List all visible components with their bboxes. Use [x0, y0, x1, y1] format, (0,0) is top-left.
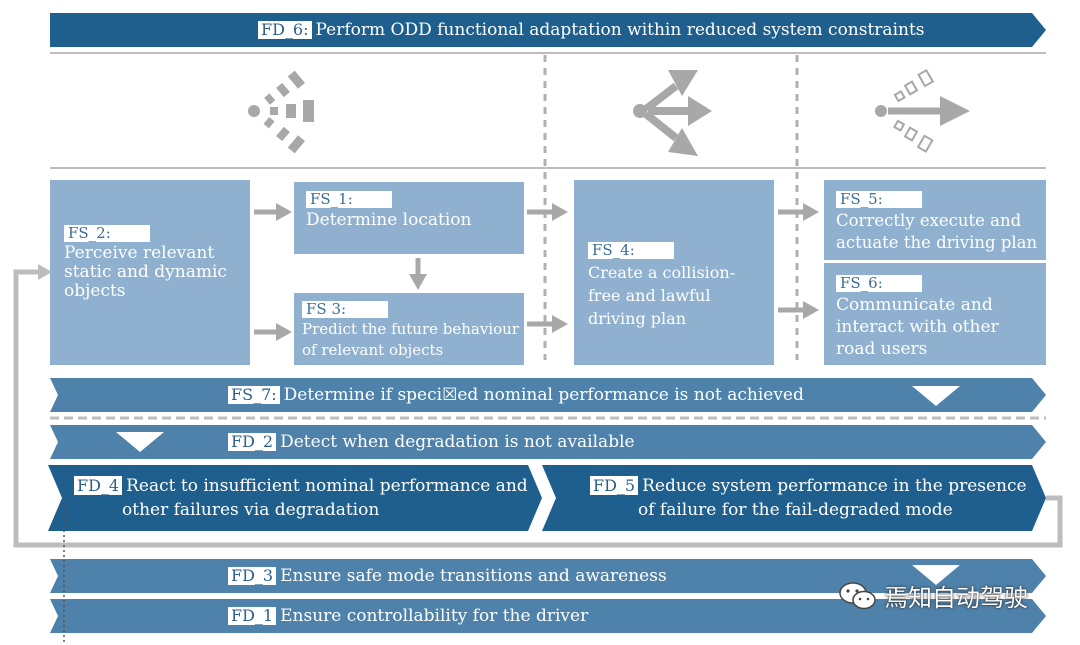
fs4-tag: FS_4: — [588, 242, 674, 259]
act-arrow-icon — [875, 68, 970, 153]
wechat-icon — [839, 581, 876, 609]
fd6-ribbon: FD_6: Perform ODD functional adaptation … — [258, 18, 925, 42]
fs1-text: Determine location — [306, 210, 472, 230]
fd2-tag: FD_2 — [228, 433, 277, 451]
fs7-tag: FS_7: — [228, 386, 280, 404]
fd5-line1: Reduce system performance in the presenc… — [642, 476, 1027, 496]
fs7-ribbon: FS_7: Determine if speci☒ed nominal perf… — [228, 383, 804, 407]
fd3-text: Ensure safe mode transitions and awarene… — [280, 566, 667, 586]
fs4-text: Create a collision-free and lawful drivi… — [588, 263, 736, 328]
fs3-text: Predict the future behaviour of relevant… — [302, 320, 520, 359]
fd3-ribbon: FD_3 Ensure safe mode transitions and aw… — [228, 564, 667, 588]
fs5-text: Correctly execute and actuate the drivin… — [836, 211, 1038, 252]
plan-arrows-icon — [633, 70, 712, 156]
fd1-ribbon: FD_1 Ensure controllability for the driv… — [228, 604, 588, 628]
fd1-tag: FD_1 — [228, 607, 277, 625]
fd4-line2: other failures via degradation — [122, 500, 380, 520]
fs6-box: FS_6: Communicate and interact with othe… — [824, 263, 1046, 365]
fd5-chevron-shape — [542, 465, 1046, 531]
fs1-tag: FS_1: — [306, 191, 392, 208]
fd3-ribbon-shape — [50, 559, 1046, 593]
fs3-tag: FS 3: — [302, 301, 388, 318]
fs3-box: FS 3: Predict the future behaviour of re… — [294, 293, 524, 365]
fs7-ribbon-shape — [50, 378, 1046, 412]
fd1-text: Ensure controllability for the driver — [280, 606, 589, 626]
fs2-text: Perceive relevant static and dynamic obj… — [64, 243, 227, 301]
fs5-tag: FS_5: — [836, 191, 922, 208]
fd2-down-marker — [116, 432, 164, 452]
fd6-text: Perform ODD functional adaptation within… — [315, 20, 925, 40]
fs2-box: FS_2: Perceive relevant static and dynam… — [50, 180, 250, 365]
fs7-text: Determine if speci☒ed nominal performanc… — [283, 385, 804, 405]
fd5-tag: FD_5 — [590, 476, 639, 495]
fd2-text: Detect when degradation is not available — [280, 432, 635, 452]
fd5-line2: of failure for the fail-degraded mode — [638, 500, 953, 520]
flow-arrows — [254, 203, 819, 341]
fd3-tag: FD_3 — [228, 567, 277, 585]
fd6-tag: FD_6: — [258, 21, 312, 39]
fd2-ribbon: FD_2 Detect when degradation is not avai… — [228, 430, 635, 454]
fs6-tag: FS_6: — [836, 275, 922, 292]
fs4-box: FS_4: Create a collision-free and lawful… — [574, 180, 774, 365]
fd3-down-marker — [912, 565, 960, 585]
watermark-text: 焉知自动驾驶 — [884, 584, 1028, 612]
feedback-loop — [13, 269, 1063, 548]
fd4-line1: React to insufficient nominal performanc… — [126, 476, 528, 496]
fs7-down-marker — [912, 386, 960, 406]
fd2-ribbon-shape — [50, 425, 1046, 459]
perception-waves-icon — [248, 70, 314, 154]
fd1-ribbon-shape — [50, 599, 1046, 633]
fd4-tag: FD_4 — [74, 476, 123, 495]
fs2-tag: FS_2: — [64, 225, 150, 242]
fs6-text: Communicate and interact with other road… — [836, 295, 999, 359]
feedback-arrowhead — [38, 264, 52, 280]
fs1-box: FS_1: Determine location — [294, 182, 524, 254]
watermark: 焉知自动驾驶 — [838, 578, 1028, 613]
fd4-chevron-shape — [48, 465, 542, 531]
fs5-box: FS_5: Correctly execute and actuate the … — [824, 180, 1046, 260]
